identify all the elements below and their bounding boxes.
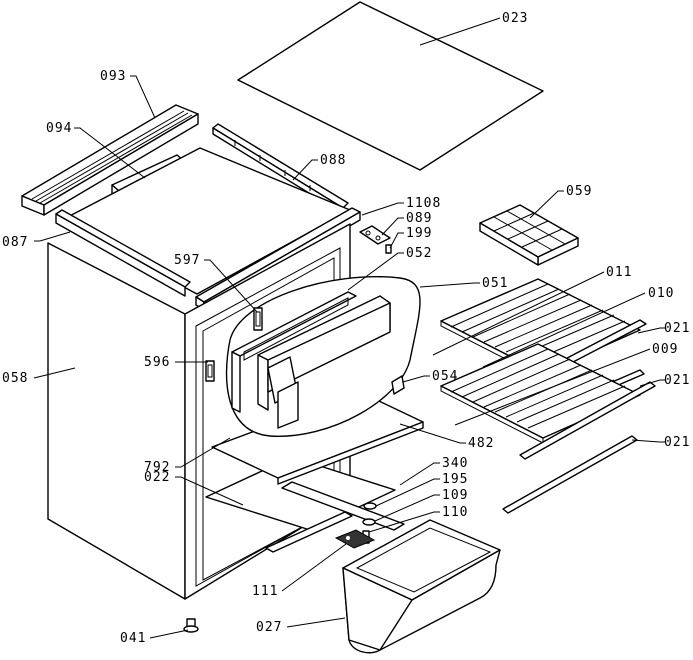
part-596-latch [205,360,215,382]
label-597: 597 [174,253,200,268]
part-089-hinge-bracket [359,225,391,245]
label-088: 088 [320,153,346,168]
evaporator-door [257,295,391,429]
part-088-rear-rail [212,123,349,215]
label-340: 340 [442,456,468,471]
part-041-foot [183,618,199,633]
part-195-washer [363,502,377,510]
label-111: 111 [252,584,278,599]
label-596: 596 [144,355,170,370]
label-021-b: 021 [664,373,690,388]
part-021-rail-c [502,435,638,514]
label-087: 087 [2,235,28,250]
label-093: 093 [100,69,126,84]
part-023-top-panel [237,1,544,171]
label-089: 089 [406,211,432,226]
label-021-a: 021 [664,321,690,336]
label-041: 041 [120,631,146,646]
part-199-screw [385,244,392,254]
label-195: 195 [442,472,468,487]
part-027-crisper-drawer [342,519,501,654]
label-058: 058 [2,371,28,386]
label-109: 109 [442,488,468,503]
part-109-washer [362,518,376,526]
label-010: 010 [648,286,674,301]
label-021-c: 021 [664,435,690,450]
label-094: 094 [46,121,72,136]
cabinet-bottom-rail [265,511,353,553]
leader-lines [33,17,666,639]
part-093-control-panel [21,104,199,216]
label-011: 011 [606,265,632,280]
part-597-hinge [253,307,263,331]
part-059-ice-tray [479,204,579,266]
label-027: 027 [256,620,282,635]
label-1108: 1108 [406,196,441,211]
label-110: 110 [442,505,468,520]
part-087-front-rail [55,209,191,297]
part-052-door-seal [231,291,357,413]
part-340-shelf-trim [281,481,405,531]
part-021-rail-b [519,381,656,460]
label-009: 009 [652,342,678,357]
part-111-bottom-hinge [334,529,376,549]
label-792: 792 [144,460,170,475]
label-023: 023 [502,11,528,26]
label-482: 482 [468,436,494,451]
label-052: 052 [406,246,432,261]
label-199: 199 [406,226,432,241]
part-009-wire-shelf-lower [440,343,641,444]
part-058-cabinet-side [47,242,186,600]
label-051: 051 [482,276,508,291]
part-labels: 023 093 094 088 1108 089 199 059 087 597… [2,11,690,646]
label-022: 022 [144,470,170,485]
label-054: 054 [432,369,458,384]
part-054-clip [391,375,405,395]
label-059: 059 [566,184,592,199]
